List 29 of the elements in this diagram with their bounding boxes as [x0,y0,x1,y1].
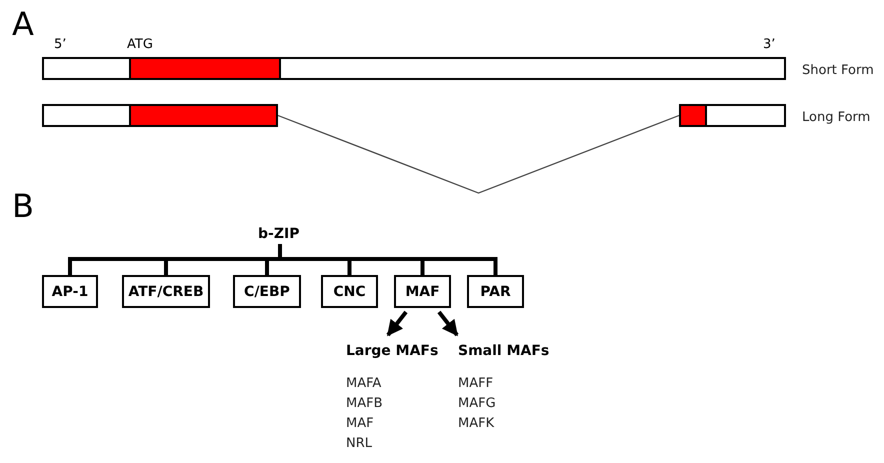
family-box: MAF [394,275,451,308]
panel-letter: B [12,190,34,222]
sequence-label: 3’ [763,38,776,51]
group-label: Large MAFs [346,343,438,359]
arrow [437,310,459,336]
exon-bar [679,104,786,127]
family-box: PAR [467,275,524,308]
family-box: ATF/CREB [122,275,210,308]
member-name: MAF [346,416,374,431]
panel-letter: A [12,8,34,40]
group-label: Small MAFs [458,343,550,359]
exon-bar [42,104,278,127]
member-name: MAFF [458,376,494,391]
exon-bar [42,57,786,80]
family-box: AP-1 [42,275,98,308]
sequence-label: ATG [127,38,153,51]
member-name: NRL [346,436,372,451]
member-name: MAFB [346,396,383,411]
splice-line [278,114,680,194]
member-name: MAFK [458,416,494,431]
family-box: C/EBP [233,275,301,308]
family-box: CNC [321,275,378,308]
transcript-label: Short Form [802,63,874,78]
member-name: MAFG [458,396,496,411]
group-label: b-ZIP [258,226,300,242]
transcript-label: Long Form [802,110,870,125]
sequence-label: 5’ [54,38,66,51]
member-name: MAFA [346,376,382,391]
arrow [386,310,408,336]
